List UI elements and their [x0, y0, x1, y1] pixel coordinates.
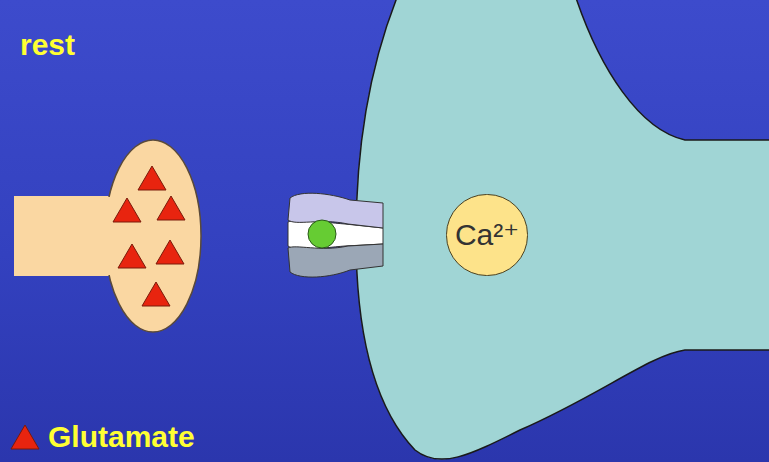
state-label: rest — [20, 28, 75, 62]
receptor-symbol — [288, 193, 383, 277]
legend-text: Glutamate — [48, 420, 195, 454]
presynaptic-terminal — [105, 140, 201, 332]
postsynaptic-neuron — [356, 0, 769, 459]
glutamate-vesicles — [113, 166, 185, 306]
ion-circle: Ca²⁺ — [446, 194, 527, 275]
legend-entry: Glutamate — [10, 420, 195, 454]
legend-swatch — [10, 423, 40, 451]
axon-shaft — [14, 196, 114, 276]
axon-join — [100, 197, 110, 275]
ion-label: Ca²⁺ — [455, 217, 519, 252]
